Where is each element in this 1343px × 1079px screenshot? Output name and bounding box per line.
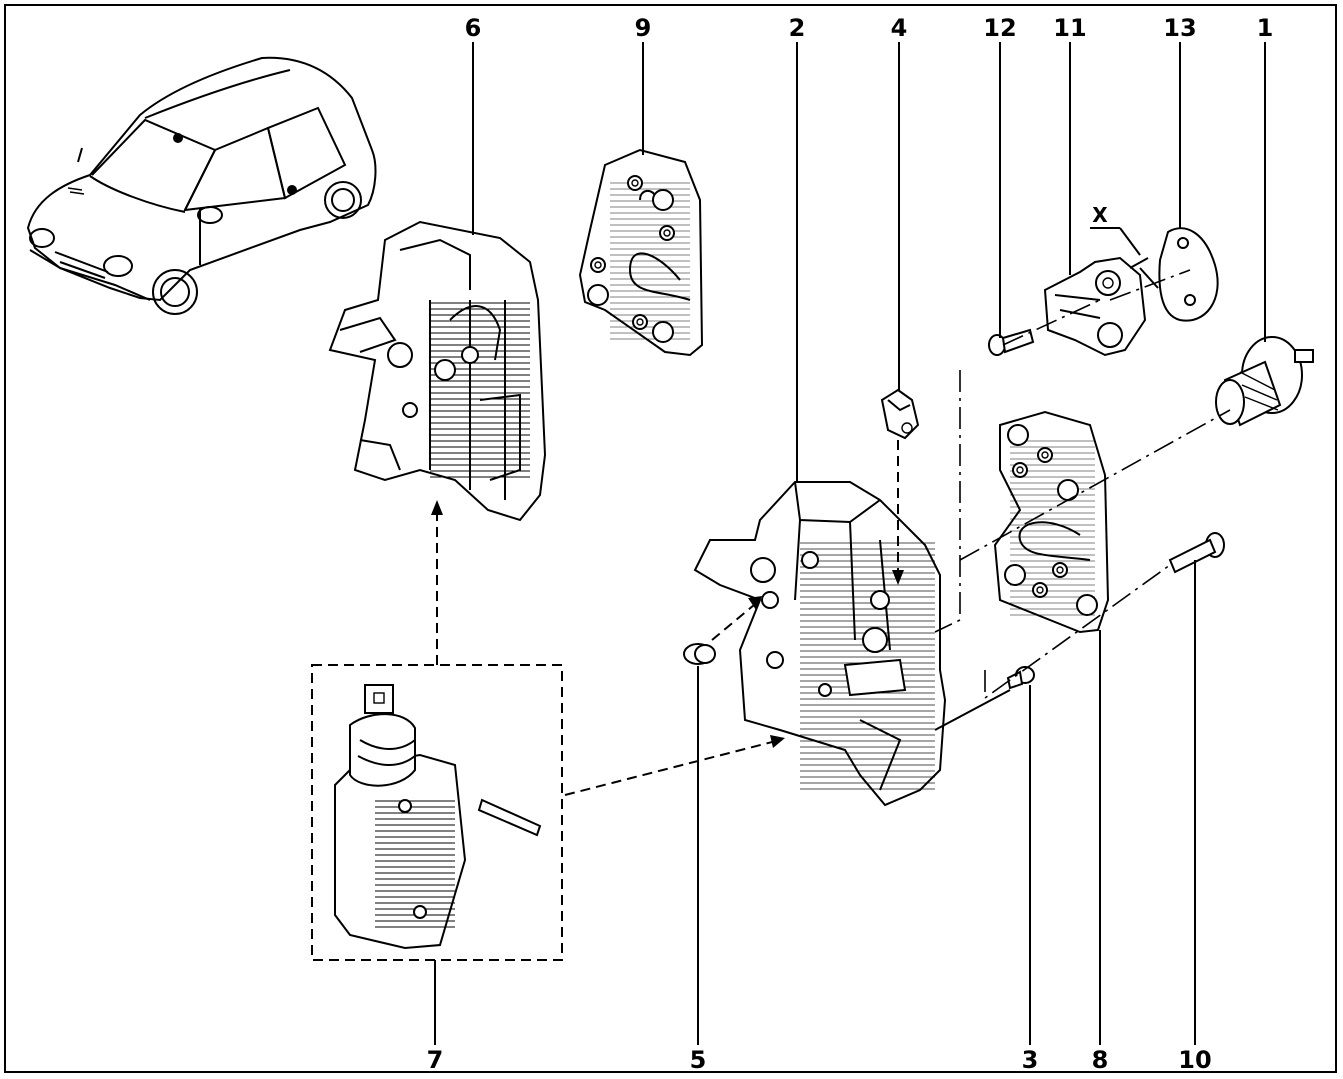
- striker-plate-8: [993, 410, 1110, 634]
- lock-mechanism-6: [328, 220, 547, 522]
- diagram-frame: [4, 4, 1337, 1073]
- callout-5: 5: [690, 1046, 707, 1074]
- callout-11: 11: [1053, 14, 1086, 42]
- callout-6: 6: [465, 14, 482, 42]
- leader-lines: [434, 42, 1266, 1045]
- gasket-13: [1158, 227, 1219, 322]
- assembly-paths: [431, 269, 1231, 796]
- callout-labels: 6 9 2 4 12 11 13 1 7 5 3 8 10 X: [427, 14, 1274, 1074]
- callout-10: 10: [1178, 1046, 1211, 1074]
- callout-7: 7: [427, 1046, 444, 1074]
- actuator-7: [311, 664, 563, 961]
- screw-12: [988, 328, 1035, 356]
- callout-13: 13: [1163, 14, 1196, 42]
- callout-1: 1: [1257, 14, 1274, 42]
- callout-2: 2: [789, 14, 806, 42]
- callout-x: X: [1092, 203, 1108, 227]
- callout-12: 12: [983, 14, 1016, 42]
- lock-body-2: [693, 481, 947, 807]
- car-illustration: [26, 56, 377, 315]
- callout-4: 4: [891, 14, 908, 42]
- bolt-10: [1168, 532, 1225, 574]
- striker-plate-9: [578, 148, 704, 357]
- bracket-11: [1043, 256, 1147, 357]
- callout-9: 9: [635, 14, 652, 42]
- callout-8: 8: [1092, 1046, 1109, 1074]
- clip-4: [880, 388, 920, 440]
- callout-3: 3: [1022, 1046, 1039, 1074]
- lock-cylinder-1: [1215, 336, 1314, 427]
- bushing-5: [683, 643, 716, 665]
- screw-3: [1006, 666, 1035, 690]
